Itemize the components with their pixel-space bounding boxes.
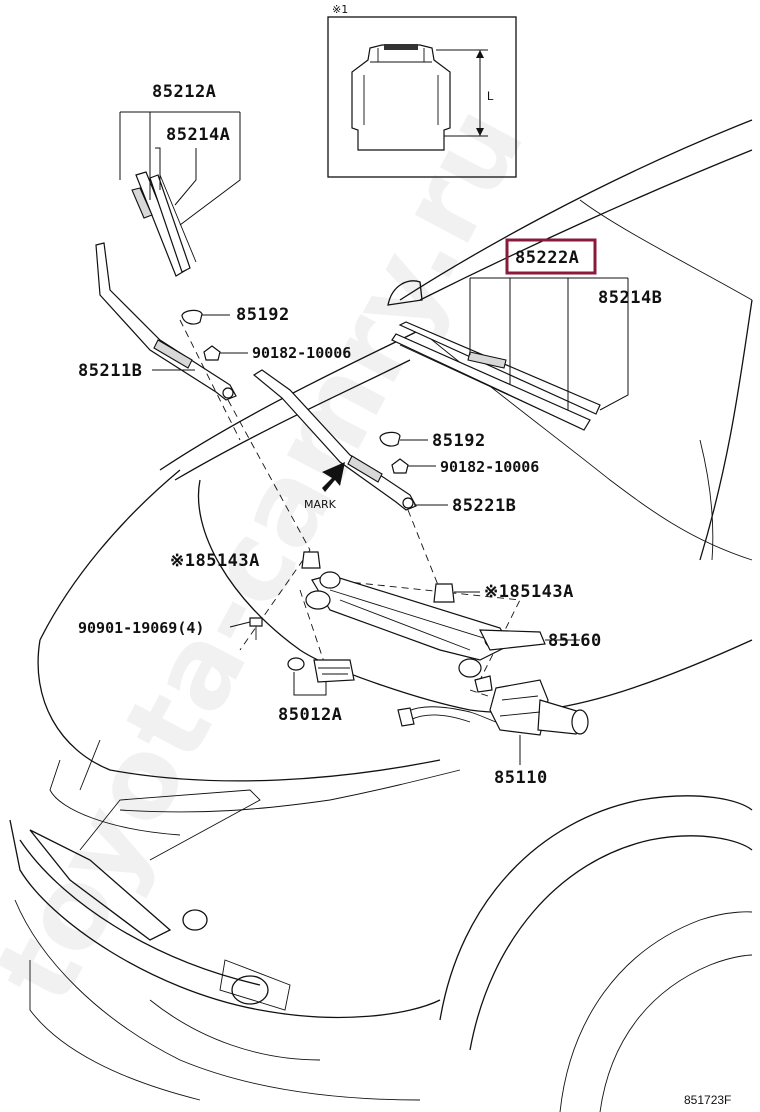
leader-85222A [469,277,629,411]
wiper-link-assembly [301,551,546,693]
label-85143A-right[interactable]: ※185143A [484,582,574,602]
label-85214B[interactable]: 85214B [598,288,662,308]
mark-label: MARK [304,498,337,511]
connector-85012A [287,657,355,683]
label-85222A[interactable]: 85222A [515,248,579,268]
leader-85212A [119,111,241,226]
figure-code: 851723F [684,1093,731,1107]
nozzle-tip [384,44,418,50]
dimension-l-label: L [487,89,494,103]
label-85192-top[interactable]: 85192 [236,305,290,325]
label-90182-top[interactable]: 90182-10006 [252,344,351,362]
cap-85192-mid [379,431,401,447]
detail-inset: ※1 L [327,3,517,178]
label-85212A[interactable]: 85212A [152,82,216,102]
cap-85192-top [181,309,203,325]
label-85214A[interactable]: 85214A [166,125,230,145]
mark-arrow [322,462,345,492]
nut-90182-top [203,345,221,361]
pivot-cap-right [433,583,455,603]
highlight-85222A [505,238,597,275]
left-wiper-arm [95,242,237,401]
detail-inset-frame [327,16,517,178]
label-85012A[interactable]: 85012A [278,705,342,725]
left-wiper-blade [131,171,197,277]
label-85221B[interactable]: 85221B [452,496,516,516]
label-85192-mid[interactable]: 85192 [432,431,486,451]
pivot-cap-left [301,551,321,569]
label-90901[interactable]: 90901-19069(4) [78,619,204,637]
label-90182-mid[interactable]: 90182-10006 [440,458,539,476]
label-85143A-left[interactable]: ※185143A [170,551,260,571]
label-85160[interactable]: 85160 [548,631,602,651]
label-85110[interactable]: 85110 [494,768,548,788]
right-wiper-arm [252,369,417,511]
label-85211B[interactable]: 85211B [78,361,142,381]
nut-90182-mid [391,458,409,474]
watermark-text: toyota-camry.ru [0,86,549,1022]
detail-inset-mark: ※1 [332,3,348,16]
right-wiper-blade [391,321,601,431]
wiper-motor [397,679,589,736]
bolt-90901 [249,617,263,640]
